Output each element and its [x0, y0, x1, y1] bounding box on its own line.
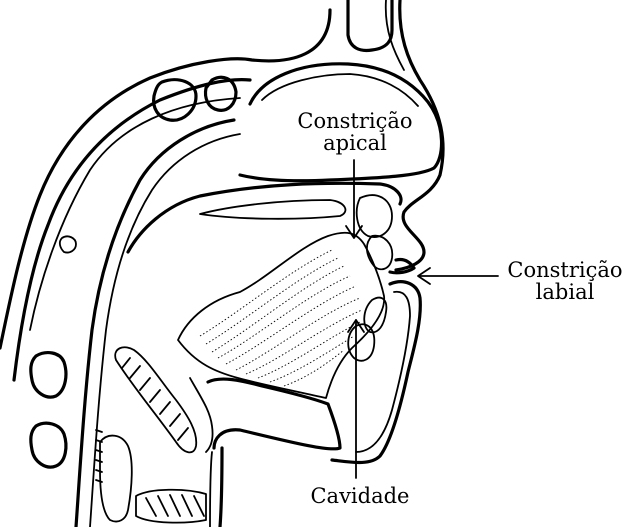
lower-lip [332, 282, 420, 463]
upper-teeth [357, 195, 392, 237]
vocal-folds [136, 490, 206, 523]
upper-incisor [367, 236, 392, 270]
small-ear-shape [60, 236, 76, 252]
label-apical-line2: apical [270, 132, 440, 154]
mandible [208, 379, 340, 449]
label-labial-line2: labial [500, 281, 628, 303]
label-apical-constriction: Constrição apical [270, 110, 440, 154]
label-cavity: Cavidade [285, 485, 435, 507]
label-labial-constriction: Constrição labial [500, 259, 628, 303]
palate-inner [200, 200, 345, 219]
skull-base-line [30, 98, 240, 330]
tongue-outline [178, 233, 384, 398]
vocal-fold-hatching [146, 495, 204, 516]
label-apical-line1: Constrição [270, 110, 440, 132]
hyoid-region [190, 378, 213, 452]
epiglottis-hatching [122, 358, 188, 440]
nasal-cavity-inner [262, 74, 418, 106]
label-labial-line1: Constrição [500, 259, 628, 281]
vertebra-4 [31, 423, 66, 467]
larynx-shape [100, 436, 132, 522]
tongue-hatching [200, 250, 362, 386]
vertebra-3 [31, 353, 66, 397]
epiglottis [115, 347, 196, 452]
pharynx-front-wall-2 [210, 452, 212, 527]
pharynx-front-wall [220, 448, 222, 527]
label-cavity-text: Cavidade [285, 485, 435, 507]
hard-palate [128, 183, 401, 252]
